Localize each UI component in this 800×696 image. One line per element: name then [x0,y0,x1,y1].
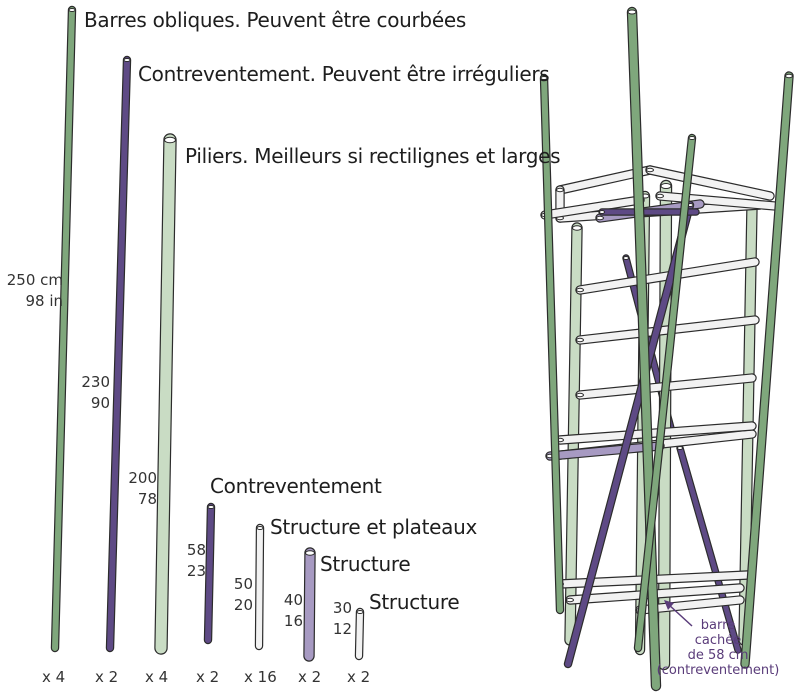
pole-4-cap [207,505,215,509]
tower-frame-bar-13-cap [566,597,574,603]
tower-frame-bar-7-cap [576,287,584,293]
tower-frame-bar-9-cap [576,392,584,398]
pole-4-body [205,504,214,643]
label-structure-trays: Structure et plateaux [270,515,478,539]
tower-pillar-middle-cap [660,183,672,189]
tower-structure-mid-body [546,442,664,460]
tower-slanted-left-cap [540,76,548,80]
pole-2 [105,55,132,653]
qty-structure-trays: x 16 [244,668,277,686]
dimension-230: 230 90 [81,373,110,412]
tower-slanted-right-body [741,72,793,668]
label-structure-40: Structure [320,552,411,576]
pole-3-cap [164,136,176,144]
tower-frame-bar-3-cap [556,187,564,193]
tower-frame-bar-11-body [556,422,756,444]
pole-7-cap [356,610,364,614]
pole-4 [203,502,216,645]
tower-slanted-left-body [541,75,563,613]
dimension-40: 40 16 [283,591,303,630]
tower-frame-bar-2-body [646,166,774,200]
tower-slanted-left [539,73,565,615]
dimension-30: 30 12 [332,599,352,638]
tower-frame-bar-2 [645,165,775,201]
tower-frame-bar-6 [655,191,780,211]
qty-structure-30: x 2 [347,668,371,686]
tower-slanted-right [740,71,794,669]
tower-slanted-right-cap [785,73,793,79]
pole-5 [254,523,265,651]
tower-brace-main-body [565,202,693,667]
pole-3-body [155,134,176,654]
pole-1-body [52,7,75,651]
tower-brace-main [563,200,695,669]
pole-6 [303,547,316,662]
pole-3 [154,133,177,655]
dimension-200: 200 78 [128,469,157,508]
label-bracing-short: Contreventement [210,474,382,498]
pole-6-cap [305,550,315,556]
pole-7 [354,607,365,661]
pole-1 [50,5,77,653]
tower-sketch [539,6,794,692]
label-structure-30: Structure [369,590,460,614]
tower-brace-back-cap [623,256,629,260]
tower-slanted-center-cap [627,9,637,15]
dimension-250: 250 cm 98 in [6,271,63,310]
tower-pillar-front-left-body [565,223,582,645]
tower-brace-lower-back-body [677,445,741,653]
pole-1-cap [68,8,76,12]
tower-frame-bar-11 [555,421,757,445]
pole-7-body [356,609,363,659]
tower-frame-bar-5 [540,195,645,220]
tower-slanted-back-body [635,135,695,651]
tower-frame-bar-6-body [656,192,779,210]
qty-bracing-long: x 2 [95,668,119,686]
pole-5-body [256,525,263,649]
qty-bracing-short: x 2 [196,668,220,686]
tower-structure-top-cap [596,215,604,221]
hidden-bar-note: barre cachée de 58 cm (contreventement) [656,618,780,678]
qty-structure-40: x 2 [298,668,322,686]
tower-brace-lower-back-cap [677,446,683,450]
tower-slanted-center [626,6,662,692]
qty-slanted-bars: x 4 [42,668,66,686]
pole-6-body [304,548,315,661]
pole-inventory [50,5,365,662]
tower-brace-top-cap [599,210,605,214]
qty-pillars: x 4 [145,668,169,686]
label-slanted-bars: Barres obliques. Peuvent être courbées [84,8,466,32]
tower-frame-bar-2-cap [646,167,654,173]
tower-frame-bar-8-cap [576,337,584,343]
tower-slanted-back [633,133,697,653]
tower-frame-bar-6-cap [656,193,664,199]
pole-2-cap [123,58,131,62]
dimension-58: 58 23 [186,541,206,580]
tower-frame-bar-5-body [541,196,644,219]
tower-pillar-front-left [564,222,583,646]
tower-slanted-back-cap [688,136,696,140]
label-bracing-long: Contreventement. Peuvent être irrégulier… [138,62,550,86]
tower-pillar-front-left-cap [572,225,582,231]
pole-5-cap [256,526,264,530]
tower-slanted-center-body [628,8,660,690]
note-arrow-head [664,600,674,610]
pole-2-body [107,57,130,651]
dimension-50: 50 20 [233,575,253,614]
note-arrow-line [667,603,693,627]
label-pillars: Piliers. Meilleurs si rectilignes et lar… [185,144,561,168]
